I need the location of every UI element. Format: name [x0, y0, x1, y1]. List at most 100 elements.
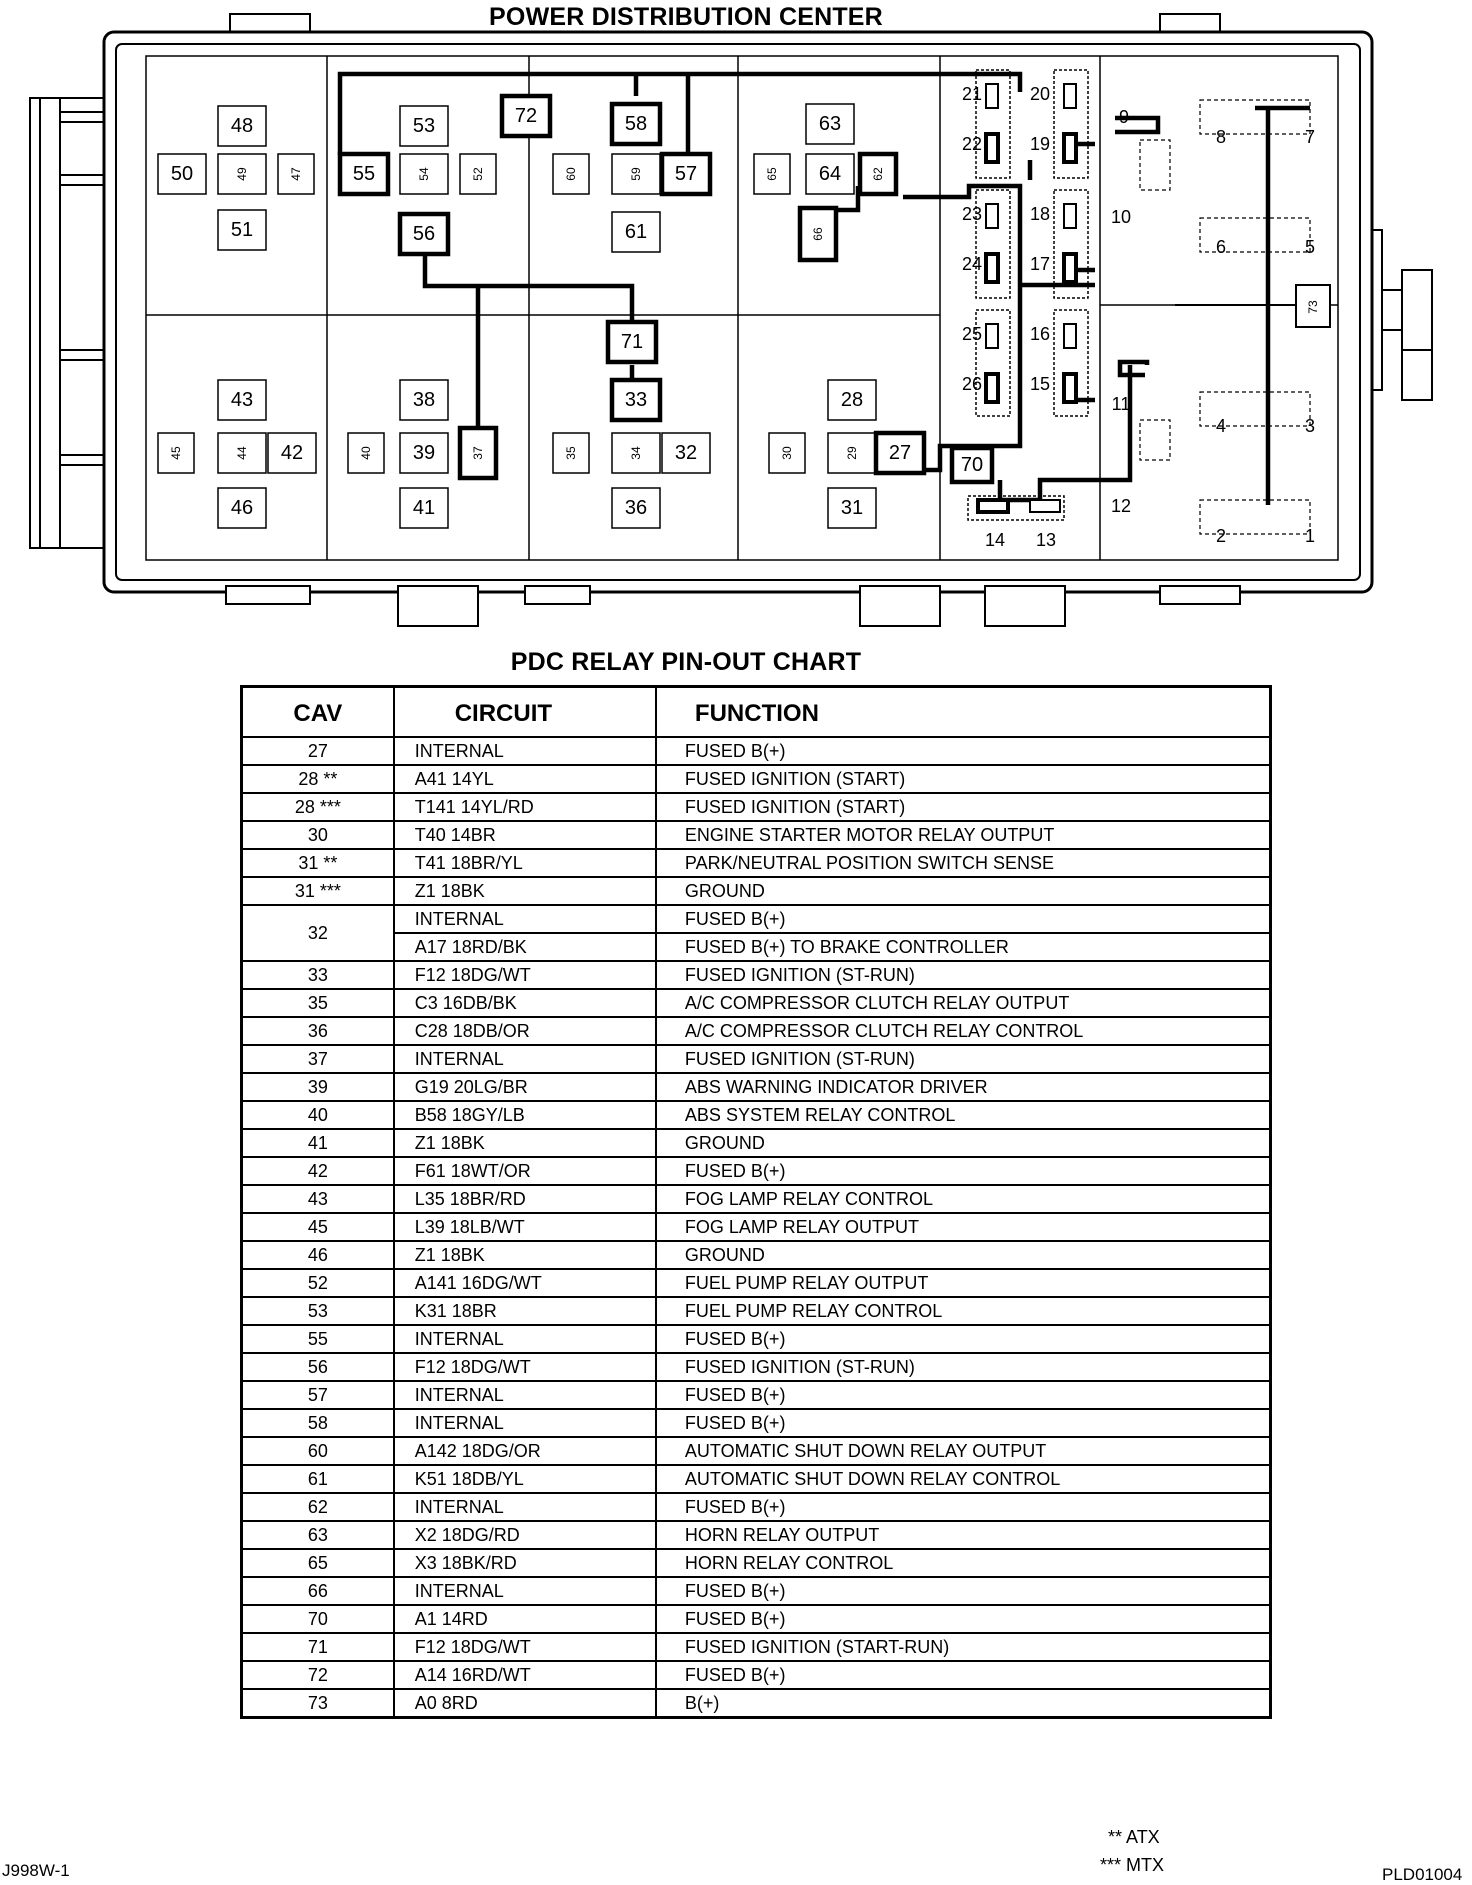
- cell-func: FUSED IGNITION (ST-RUN): [654, 1352, 1272, 1382]
- cell-cav: 31 ***: [240, 876, 395, 906]
- right-panel-label-3: 3: [1305, 416, 1315, 436]
- cavity-label: 47: [289, 167, 303, 181]
- relay-cavity-36: 36: [611, 487, 661, 529]
- cell-circ: F12 18DG/WT: [392, 1632, 657, 1662]
- fuse-label: 14: [985, 530, 1005, 550]
- cell-circ: L35 18BR/RD: [392, 1184, 657, 1214]
- relay-cavity-30: 30: [768, 432, 806, 474]
- right-panel-label-5: 5: [1305, 237, 1315, 257]
- right-panel-label-9: 9: [1119, 107, 1129, 127]
- cavity-label: 61: [625, 221, 647, 243]
- relay-cavity-71: 71: [605, 319, 659, 365]
- cell-circ: INTERNAL: [392, 1408, 657, 1438]
- relay-cavity-58: 58: [609, 101, 663, 147]
- relay-cavity-41: 41: [399, 487, 449, 529]
- cell-cav: 60: [240, 1436, 395, 1466]
- fuse-25: 25: [962, 323, 999, 349]
- cell-func: FUSED B(+): [654, 1408, 1272, 1438]
- fuse-label: 22: [962, 134, 982, 154]
- cavity-label: 60: [564, 167, 578, 181]
- cell-func: FUSED B(+): [654, 1156, 1272, 1186]
- cell-cav: 42: [240, 1156, 395, 1186]
- fuse-label: 16: [1030, 324, 1050, 344]
- cavity-label: 41: [413, 497, 435, 519]
- relay-cavity-37: 37: [457, 425, 499, 481]
- cell-func: FOG LAMP RELAY OUTPUT: [654, 1212, 1272, 1242]
- fuse-label: 17: [1030, 254, 1050, 274]
- fuse-label: 23: [962, 204, 982, 224]
- cell-cav: 56: [240, 1352, 395, 1382]
- fuse-22: 22: [962, 132, 1000, 164]
- cell-cav: 39: [240, 1072, 395, 1102]
- cavity-label: 71: [621, 331, 643, 353]
- relay-cavity-28: 28: [827, 379, 877, 421]
- cavity-label: 42: [281, 442, 303, 464]
- cell-circ: INTERNAL: [392, 1492, 657, 1522]
- cell-func: FUSED B(+): [654, 1604, 1272, 1634]
- fuse-label: 18: [1030, 204, 1050, 224]
- relay-cavity-63: 63: [805, 103, 855, 145]
- cell-circ: X2 18DG/RD: [392, 1520, 657, 1550]
- cell-circ: A142 18DG/OR: [392, 1436, 657, 1466]
- relay-cavity-66: 66: [797, 205, 839, 263]
- relay-cavity-49: 49: [217, 153, 267, 195]
- cell-circ: F12 18DG/WT: [392, 1352, 657, 1382]
- relay-cavity-44: 44: [217, 432, 267, 474]
- cell-circ: Z1 18BK: [392, 1128, 657, 1158]
- relay-cavity-53: 53: [399, 105, 449, 147]
- cell-func: GROUND: [654, 1240, 1272, 1270]
- cell-circ: T41 18BR/YL: [392, 848, 657, 878]
- cell-circ: INTERNAL: [392, 904, 657, 934]
- relay-cavity-59: 59: [611, 153, 661, 195]
- cell-func: FUSED B(+): [654, 736, 1272, 766]
- cell-cav: 71: [240, 1632, 395, 1662]
- cell-func: FUSED B(+): [654, 904, 1272, 934]
- cell-cav: 27: [240, 736, 395, 766]
- cell-func: FUEL PUMP RELAY CONTROL: [654, 1296, 1272, 1326]
- cavity-label: 50: [171, 163, 193, 185]
- fuse-18: 18: [1030, 203, 1077, 229]
- cell-func: ABS WARNING INDICATOR DRIVER: [654, 1072, 1272, 1102]
- cell-cav: 33: [240, 960, 395, 990]
- cell-func: FUSED B(+): [654, 1576, 1272, 1606]
- cell-cav: 70: [240, 1604, 395, 1634]
- cavity-label: 52: [471, 167, 485, 181]
- cell-circ: K51 18DB/YL: [392, 1464, 657, 1494]
- cell-cav: 35: [240, 988, 395, 1018]
- fuse-13: 13: [1029, 499, 1061, 550]
- cell-func: FUSED IGNITION (ST-RUN): [654, 960, 1272, 990]
- cell-func: B(+): [654, 1688, 1272, 1719]
- fuse-17: 17: [1030, 252, 1078, 284]
- cell-circ: G19 20LG/BR: [392, 1072, 657, 1102]
- relay-cavity-47: 47: [277, 153, 315, 195]
- cell-cav: 55: [240, 1324, 395, 1354]
- fuse-24: 24: [962, 252, 1000, 284]
- cell-circ: F61 18WT/OR: [392, 1156, 657, 1186]
- right-panel-label-12: 12: [1111, 496, 1131, 516]
- relay-cavity-64: 64: [805, 153, 855, 195]
- right-panel-label-7: 7: [1305, 127, 1315, 147]
- cell-cav: 41: [240, 1128, 395, 1158]
- cell-func: ABS SYSTEM RELAY CONTROL: [654, 1100, 1272, 1130]
- relay-cavity-34: 34: [611, 432, 661, 474]
- header-function: FUNCTION: [654, 685, 1272, 738]
- figure-code-left: J998W-1: [2, 1861, 70, 1880]
- relay-cavity-27: 27: [873, 430, 927, 476]
- cell-circ: T40 14BR: [392, 820, 657, 850]
- relay-cavity-62: 62: [857, 151, 899, 197]
- cavity-label: 65: [765, 167, 779, 181]
- cell-circ: K31 18BR: [392, 1296, 657, 1326]
- table-header-row: CAV CIRCUIT FUNCTION: [240, 685, 1272, 738]
